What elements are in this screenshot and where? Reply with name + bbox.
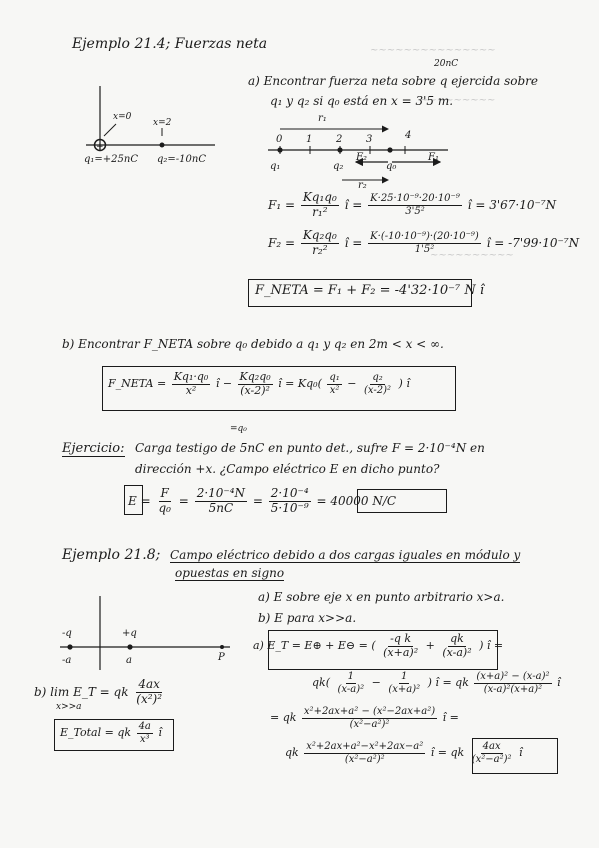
number-line-q2: q₂ <box>333 161 344 172</box>
e-symbol-box <box>124 485 143 515</box>
tick-4-label: 4 <box>405 130 412 141</box>
negative-charge-label: -q <box>62 628 72 639</box>
svg-text:+: + <box>96 142 104 152</box>
et-equation-line-1: a) E_T = E⊕ + E⊖ = ( -q k(x+a)² + qk(x-a… <box>253 632 504 659</box>
example-21-8-subtitle-1: Campo eléctrico debido a dos cargas igua… <box>170 548 521 563</box>
minus-a-label: -a <box>62 655 72 666</box>
et-equation-box <box>268 630 498 670</box>
e-result-box <box>357 489 447 513</box>
point-p-dot <box>220 645 224 649</box>
tick-0-label: 0 <box>276 134 283 145</box>
q0-over-note: =q₀ <box>230 424 247 434</box>
q0-charge-label: 20nC <box>434 59 459 69</box>
part-b-21-8: b) E para x>>a. <box>258 611 357 625</box>
b-equation-box <box>102 366 456 411</box>
tick-3-label: 3 <box>366 134 373 145</box>
exercise-line-2: dirección +x. ¿Campo eléctrico E en dich… <box>135 462 440 476</box>
q1-value: q₁=+25nC <box>84 154 138 165</box>
negative-charge-dot <box>67 644 73 650</box>
part-a-line-2: q₁ y q₂ si q₀ está en x = 3'5 m. <box>270 94 454 108</box>
number-line-q0: q₀ <box>386 161 397 172</box>
point-p-label: P <box>218 652 225 663</box>
final-result-box <box>472 738 558 774</box>
q2-value: q₂=-10nC <box>157 154 206 165</box>
part-a-line-1: a) Encontrar fuerza neta sobre q ejercid… <box>248 74 538 88</box>
positive-charge-label: +q <box>122 628 137 639</box>
force-f2-label: F₂ <box>356 152 367 163</box>
et-equation-line-3: = qk x²+2ax+a² − (x²−2ax+a²)(x²−a²)² î = <box>270 706 459 730</box>
example-21-8-subtitle-2: opuestas en signo <box>175 566 285 581</box>
part-a-21-8: a) E sobre eje x en punto arbitrario x>a… <box>258 590 505 604</box>
limit-equation: b) lim E_T = qk 4ax(x²)² <box>34 677 163 706</box>
example-21-8-title: Ejemplo 21.8; <box>62 547 161 563</box>
q2-charge-dot <box>159 142 165 148</box>
q1-charge-dot <box>93 138 107 152</box>
x2-label: x=2 <box>153 118 172 128</box>
number-line-q1: q₁ <box>270 161 281 172</box>
a-label: a <box>126 655 132 666</box>
part-b-line: b) Encontrar F_NETA sobre q₀ debido a q₁… <box>62 337 444 351</box>
et-equation-line-2: qk( 1(x-a)² − 1(x+a)² ) î = qk (x+a)² − … <box>312 671 561 695</box>
example-21-4-title: Ejemplo 21.4; Fuerzas neta <box>72 36 268 52</box>
force-f1-label: F₁ <box>428 152 439 163</box>
show-through-text: ~~~~~~~~~ <box>420 95 496 106</box>
exercise-line-1: Carga testigo de 5nC en punto det., sufr… <box>135 441 485 455</box>
fneta-result: F_NETA = F₁ + F₂ = -4'32·10⁻⁷ N î <box>255 283 484 298</box>
show-through-text: ~~~~~~~~~~ <box>430 250 514 261</box>
tick-1-label: 1 <box>306 134 313 145</box>
r2-label: r₂ <box>358 180 367 191</box>
positive-charge-dot <box>127 644 133 650</box>
etotal-result-box <box>54 719 174 751</box>
fneta-result-box <box>248 279 472 307</box>
limit-subscript: x>>a <box>56 702 82 712</box>
tick-2-label: 2 <box>336 134 343 145</box>
show-through-text: ~~~~~~~~~~~~~~~ <box>370 45 496 56</box>
r1-label: r₁ <box>318 113 327 124</box>
et-equation-line-4: qk x²+2ax+a²−x²+2ax−a²(x²−a²)² î = qk 4a… <box>285 741 523 765</box>
x0-label: x=0 <box>113 112 132 122</box>
exercise-label: Ejercicio: <box>62 441 125 457</box>
